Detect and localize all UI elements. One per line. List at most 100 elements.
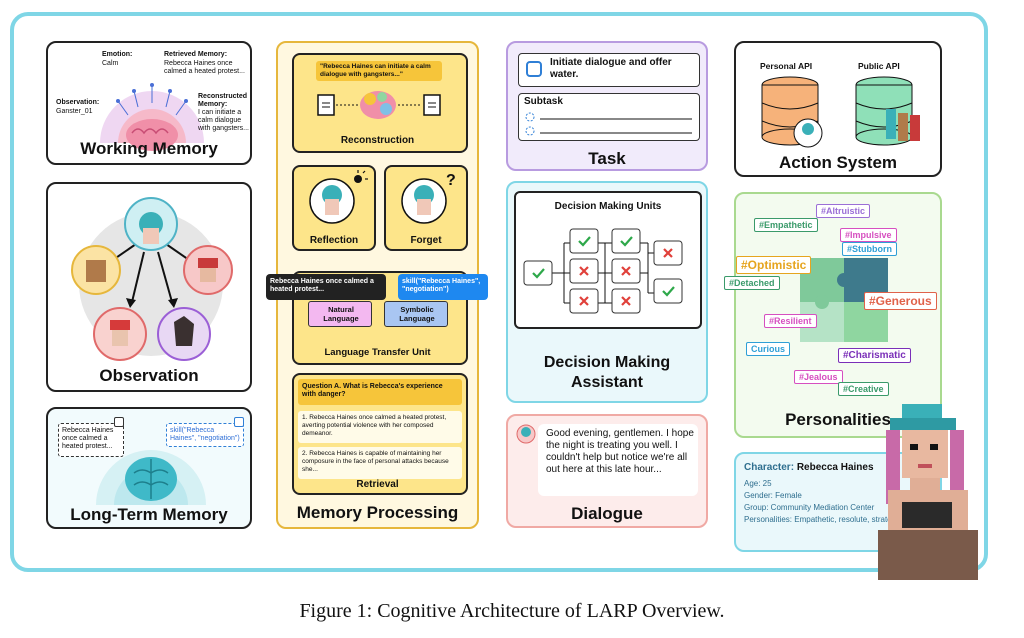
database-graphic [761, 76, 920, 148]
personality-tag: #Empathetic [754, 218, 818, 232]
answer-box-2 [298, 447, 462, 479]
check-icon [653, 278, 683, 304]
reconstructed-label: Reconstructed Memory: [198, 93, 248, 108]
retrieved-label: Retrieved Memory: [164, 51, 228, 58]
character-age: Age: 25 [744, 479, 772, 488]
symbolic-quote-text: skill("Rebecca Haines", "negotiation") [402, 278, 481, 293]
observation-graph [71, 197, 233, 361]
task-card: Initiate dialogue and offer water. Subta… [506, 41, 708, 171]
skill-memory-box [166, 423, 244, 447]
observation-card: Observation [46, 182, 252, 392]
character-group: Group: Community Mediation Center [744, 503, 875, 512]
symbolic-language-box [384, 301, 448, 327]
working-memory-title: Working Memory [80, 139, 218, 158]
retrieval-question: Question A. What is Rebecca's experience… [302, 383, 443, 398]
personality-tag: #Detached [724, 276, 780, 290]
character-gender: Gender: Female [744, 491, 802, 500]
personalities-title: Personalities [785, 410, 891, 429]
working-memory-card: Emotion: Calm Retrieved Memory: Rebecca … [46, 41, 252, 165]
check-icon [611, 228, 641, 254]
natural-language-box [308, 301, 372, 327]
decision-title-line1: Decision Making [543, 354, 671, 371]
public-api-label: Public API [858, 61, 900, 71]
long-term-memory-card: Rebecca Haines once calmed a heated prot… [46, 407, 252, 529]
reconstruction-quote: "Rebecca Haines can initiate a calm dial… [320, 63, 431, 78]
emotion-value: Calm [102, 60, 119, 67]
long-term-memory-title: Long-Term Memory [70, 505, 228, 524]
character-name: Rebecca Haines [796, 462, 874, 473]
subtask-lines [525, 112, 692, 136]
decision-title-line2: Assistant [570, 374, 644, 391]
retrieval-answer-2: 2. Rebecca Haines is capable of maintain… [302, 450, 449, 473]
character-personalities: Personalities: Empathetic, resolute, str… [744, 515, 939, 524]
skill-memory-text: skill("Rebecca Haines", "negotiation") [170, 427, 240, 442]
reflection-label: Reflection [309, 235, 359, 246]
subtask-label: Subtask [524, 96, 563, 107]
cross-icon [653, 240, 683, 266]
retrieved-text: Rebecca Haines once calmed a heated prot… [164, 60, 245, 75]
decision-units-label: Decision Making Units [554, 201, 662, 212]
dialogue-title: Dialogue [571, 504, 643, 523]
save-icon [234, 417, 244, 427]
dialogue-text: Good evening, gentlemen. I hope the nigh… [546, 428, 694, 475]
figure-caption: Figure 1: Cognitive Architecture of LARP… [299, 600, 725, 622]
svg-text:?: ? [446, 172, 456, 189]
cross-icon [569, 258, 599, 284]
brain-graphic [100, 83, 204, 151]
puzzle-graphic [800, 258, 888, 342]
check-icon [523, 260, 553, 286]
natural-language-label: Natural Language [323, 305, 359, 323]
cross-icon [611, 288, 641, 314]
observation-title: Observation [99, 366, 199, 385]
personality-tag: #Impulsive [840, 228, 897, 242]
action-system-title: Action System [778, 153, 898, 172]
symbolic-quote-bubble [398, 274, 488, 300]
task-title: Task [588, 149, 626, 168]
task-item-box [518, 53, 700, 87]
cross-icon [611, 258, 641, 284]
personality-tag: #Creative [838, 382, 889, 396]
forget-label: Forget [410, 235, 442, 246]
memory-processing-title: Memory Processing [296, 503, 459, 522]
personality-tag: #Resilient [764, 314, 817, 328]
personality-tag: #Stubborn [842, 242, 897, 256]
answer-box-1 [298, 411, 462, 443]
personality-tag: Curious [746, 342, 791, 356]
speaker-avatar [516, 424, 536, 444]
ltu-label: Language Transfer Unit [324, 347, 431, 358]
episodic-memory-text: Rebecca Haines once calmed a heated prot… [62, 427, 114, 450]
natural-quote-text: Rebecca Haines once calmed a heated prot… [270, 278, 374, 293]
task-checkbox-icon[interactable] [526, 61, 542, 77]
dialogue-bubble [538, 424, 698, 496]
personality-tag: #Generous [864, 292, 937, 310]
episodic-memory-box [58, 423, 124, 457]
natural-quote-bubble [266, 274, 386, 300]
quote-box [316, 61, 442, 81]
personal-api-label: Personal API [760, 61, 813, 71]
symbolic-language-label: Symbolic Language [399, 305, 435, 323]
decision-card: Decision Making Units Decision Making As… [506, 181, 708, 403]
reconstructed-text: I can initiate a calm dialogue with gang… [198, 109, 249, 132]
cross-icon [569, 288, 599, 314]
character-label: Character: [744, 462, 795, 473]
observation-value: Ganster_01 [56, 108, 93, 115]
forget-avatar: ? [401, 172, 456, 224]
rebecca-character-figure [878, 404, 978, 580]
save-icon [114, 417, 124, 427]
dialogue-card: Good evening, gentlemen. I hope the nigh… [506, 414, 708, 528]
personality-tag: #Charismatic [838, 348, 911, 363]
personality-tag: #Jealous [794, 370, 843, 384]
personality-tag: #Altruistic [816, 204, 871, 218]
ltm-brain-graphic [96, 450, 206, 505]
personality-tag: #Optimistic [736, 256, 812, 274]
action-system-card: Personal API Public API Action System [734, 41, 942, 177]
reconstruction-label: Reconstruction [340, 135, 415, 146]
question-box [298, 379, 462, 405]
retrieval-label: Retrieval [356, 479, 399, 490]
reconstruction-graphic [317, 91, 441, 119]
retrieval-answer-1: 1. Rebecca Haines once calmed a heated p… [302, 414, 447, 437]
task-item-text: Initiate dialogue and offer water. [550, 57, 672, 80]
character-card: Character: Rebecca Haines Age: 25 Gender… [734, 452, 942, 552]
observation-label: Observation: [56, 99, 100, 106]
check-icon [569, 228, 599, 254]
